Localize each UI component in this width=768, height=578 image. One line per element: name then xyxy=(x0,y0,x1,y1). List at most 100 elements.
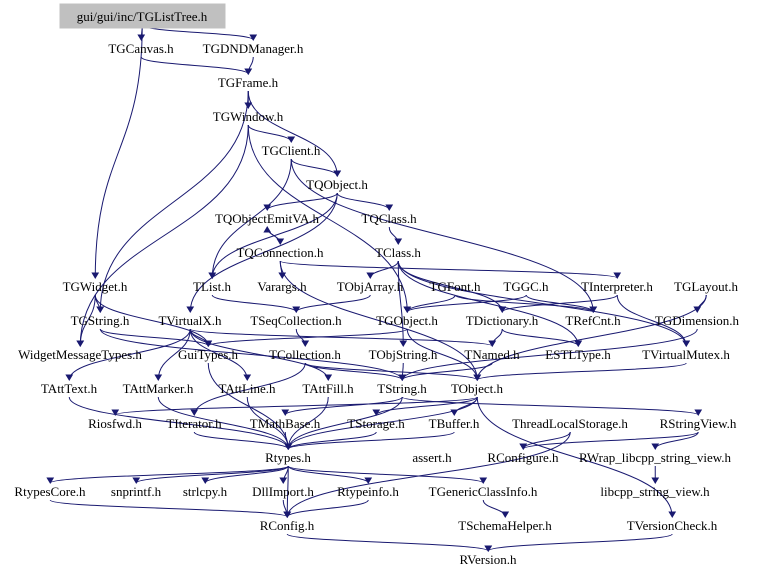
edge-TNamed-to-TString xyxy=(401,362,493,381)
edge-TGFont-to-TRefCnt xyxy=(454,294,594,313)
node-TAttLine[interactable]: TAttLine.h xyxy=(218,381,276,396)
edge-Rtypes-to-Rtypeinfo xyxy=(287,465,369,484)
arrowhead-TVirtualX-to-TAttText xyxy=(65,374,74,381)
arrowhead-RStringView-to-RConfigure xyxy=(519,443,528,450)
edge-TGClient-to-TRefCnt xyxy=(290,158,594,313)
node-TString[interactable]: TString.h xyxy=(377,381,427,396)
arrowhead-RStringView-to-RWrap xyxy=(651,443,660,450)
node-WidgetMessageTypes[interactable]: WidgetMessageTypes.h xyxy=(18,347,142,362)
node-ThreadLocalStorage[interactable]: ThreadLocalStorage.h xyxy=(512,416,628,431)
arrowhead-TString-to-TMathBase xyxy=(281,409,290,416)
node-snprintf[interactable]: snprintf.h xyxy=(111,484,162,499)
node-strlcpy[interactable]: strlcpy.h xyxy=(183,484,228,499)
edge-TIterator-to-Rtypes xyxy=(193,431,289,450)
node-TGenericClassInfo[interactable]: TGenericClassInfo.h xyxy=(429,484,538,499)
node-TGDNDManager[interactable]: TGDNDManager.h xyxy=(203,41,304,56)
node-TQConnection[interactable]: TQConnection.h xyxy=(236,245,324,260)
node-GuiTypes[interactable]: GuiTypes.h xyxy=(178,347,239,362)
node-TVersionCheck[interactable]: TVersionCheck.h xyxy=(627,518,718,533)
node-layer: gui/gui/inc/TGListTree.h TGCanvas.h TGDN… xyxy=(14,3,740,567)
edge-Rtypes-to-TGenericClassInfo xyxy=(287,465,484,484)
node-TDictionary[interactable]: TDictionary.h xyxy=(466,313,539,328)
node-TGDimension[interactable]: TGDimension.h xyxy=(655,313,740,328)
node-TInterpreter[interactable]: TInterpreter.h xyxy=(581,279,653,294)
node-TAttText[interactable]: TAttText.h xyxy=(41,381,98,396)
edge-RtypesCore-to-RConfig xyxy=(49,499,288,518)
node-TAttFill[interactable]: TAttFill.h xyxy=(302,381,354,396)
edge-TString-to-TMathBase xyxy=(284,396,403,416)
node-TGWindow[interactable]: TGWindow.h xyxy=(213,109,284,124)
edge-TClass-to-TVirtualMutex xyxy=(397,260,687,347)
node-TObjArray[interactable]: TObjArray.h xyxy=(337,279,404,294)
node-TSeqCollection[interactable]: TSeqCollection.h xyxy=(250,313,342,328)
edge-TCollection-to-TObject xyxy=(304,362,478,381)
node-TRefCnt[interactable]: TRefCnt.h xyxy=(565,313,621,328)
node-TClass[interactable]: TClass.h xyxy=(375,245,421,260)
node-TIterator[interactable]: TIterator.h xyxy=(166,416,222,431)
node-TGGC[interactable]: TGGC.h xyxy=(503,279,549,294)
node-TGClient[interactable]: TGClient.h xyxy=(262,143,321,158)
node-ESTLType[interactable]: ESTLType.h xyxy=(545,347,611,362)
node-TVirtualMutex[interactable]: TVirtualMutex.h xyxy=(642,347,730,362)
node-RConfig[interactable]: RConfig.h xyxy=(260,518,315,533)
arrowhead-TQConnection-to-TInterpreter xyxy=(613,272,622,279)
arrowhead-TObject-to-TBuffer xyxy=(450,409,459,416)
node-RConfigure[interactable]: RConfigure.h xyxy=(487,450,559,465)
edge-TInterpreter-to-TDictionary xyxy=(501,294,618,313)
edge-TGObject-to-TObject xyxy=(406,328,478,381)
arrowhead-TDictionary-to-ESTLType xyxy=(574,340,583,347)
arrowhead-TObject-to-TStorage xyxy=(372,409,381,416)
edge-TInterpreter-to-TVirtualMutex xyxy=(616,294,687,347)
node-TObject[interactable]: TObject.h xyxy=(451,381,504,396)
arrowhead-TObjArray-to-TSeqCollection xyxy=(292,306,301,313)
arrowhead-TGWindow-to-TGClient xyxy=(287,136,296,143)
node-TGCanvas[interactable]: TGCanvas.h xyxy=(108,41,174,56)
node-Varargs[interactable]: Varargs.h xyxy=(257,279,307,294)
node-TQClass[interactable]: TQClass.h xyxy=(361,211,417,226)
arrowhead-TGListTree-to-TGWidget xyxy=(91,272,100,279)
root-node-box xyxy=(59,3,226,29)
node-TGFrame[interactable]: TGFrame.h xyxy=(218,75,279,90)
edge-TGGC-to-TGObject xyxy=(406,294,527,313)
node-TAttMarker[interactable]: TAttMarker.h xyxy=(123,381,194,396)
arrowhead-TGGC-to-TGObject xyxy=(403,306,412,313)
node-Riosfwd[interactable]: Riosfwd.h xyxy=(88,416,142,431)
edge-layer xyxy=(46,24,707,552)
node-TGLayout[interactable]: TGLayout.h xyxy=(674,279,738,294)
node-TStorage[interactable]: TStorage.h xyxy=(347,416,405,431)
node-RtypesCore[interactable]: RtypesCore.h xyxy=(14,484,86,499)
edge-TQConnection-to-TObject xyxy=(279,260,478,381)
arrowhead-TGClient-to-TQObject xyxy=(333,170,342,177)
node-RWrap[interactable]: RWrap_libcpp_string_view.h xyxy=(579,450,732,465)
node-TCollection[interactable]: TCollection.h xyxy=(269,347,341,362)
arrowhead-TDictionary-to-TNamed xyxy=(488,340,497,347)
node-TNamed[interactable]: TNamed.h xyxy=(464,347,520,362)
node-TGWidget[interactable]: TGWidget.h xyxy=(63,279,128,294)
node-TList[interactable]: TList.h xyxy=(193,279,231,294)
edge-Rtypeinfo-to-RConfig xyxy=(286,499,369,518)
node-Rtypeinfo[interactable]: Rtypeinfo.h xyxy=(337,484,399,499)
node-RVersion[interactable]: RVersion.h xyxy=(459,552,517,567)
node-Rtypes[interactable]: Rtypes.h xyxy=(265,450,311,465)
node-libcpp[interactable]: libcpp_string_view.h xyxy=(600,484,710,499)
node-TMathBase[interactable]: TMathBase.h xyxy=(250,416,321,431)
node-TGObject[interactable]: TGObject.h xyxy=(376,313,438,328)
node-assert[interactable]: assert.h xyxy=(412,450,452,465)
node-TObjString[interactable]: TObjString.h xyxy=(369,347,438,362)
node-TQObjectEmitVA[interactable]: TQObjectEmitVA.h xyxy=(215,211,320,226)
edge-TGDimension-to-TString xyxy=(401,328,698,381)
node-TQObject[interactable]: TQObject.h xyxy=(306,177,368,192)
arrowhead-TVirtualX-to-TAttLine xyxy=(243,374,252,381)
arrowhead-TGDNDManager-to-TGFrame xyxy=(244,68,253,75)
node-DllImport[interactable]: DllImport.h xyxy=(252,484,314,499)
node-TGFont[interactable]: TGFont.h xyxy=(430,279,481,294)
edge-TObject-to-Riosfwd xyxy=(114,396,478,416)
node-TVirtualX[interactable]: TVirtualX.h xyxy=(158,313,222,328)
node-RStringView[interactable]: RStringView.h xyxy=(660,416,737,431)
node-TSchemaHelper[interactable]: TSchemaHelper.h xyxy=(458,518,552,533)
arrowhead-TObject-to-TVersionCheck xyxy=(668,511,677,518)
node-TGListTree[interactable]: gui/gui/inc/TGListTree.h xyxy=(77,9,208,24)
edge-TGWidget-to-GuiTypes xyxy=(94,294,209,347)
node-TBuffer[interactable]: TBuffer.h xyxy=(429,416,480,431)
node-TGString[interactable]: TGString.h xyxy=(71,313,130,328)
